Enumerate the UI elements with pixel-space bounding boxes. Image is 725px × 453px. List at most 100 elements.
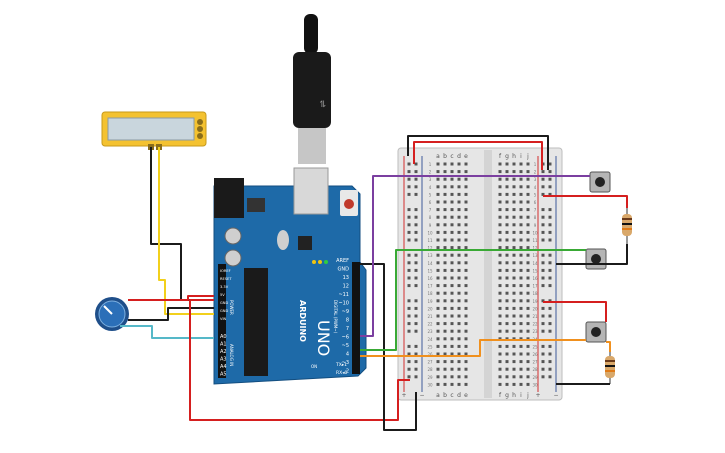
wires-front-layer (120, 135, 628, 431)
row-number: 5 (534, 192, 537, 197)
wire-pot-power (128, 295, 214, 301)
breadboard-hole (512, 314, 516, 318)
rail-hole (541, 367, 545, 371)
breadboard-hole (505, 382, 509, 386)
row-number: 5 (429, 192, 432, 197)
breadboard-hole (457, 261, 461, 265)
breadboard-hole (505, 208, 509, 212)
breadboard-hole (519, 253, 523, 257)
row-number: 19 (532, 299, 538, 304)
breadboard-hole (505, 329, 509, 333)
digital-pin-label: 13 (343, 275, 349, 281)
row-number: 16 (427, 276, 433, 281)
breadboard-hole (505, 185, 509, 189)
analog-pin-label: A5 (220, 372, 227, 378)
row-number: 20 (427, 306, 433, 311)
breadboard-hole (464, 238, 468, 242)
breadboard-hole (519, 367, 523, 371)
breadboard-hole (526, 322, 530, 326)
breadboard-hole (526, 268, 530, 272)
plus-rail-label: + (535, 392, 540, 399)
power-pin-label: RESET (220, 277, 232, 281)
row-number: 6 (534, 200, 537, 205)
column-label: g (505, 153, 509, 160)
analog-label: ANALOG IN (229, 344, 234, 366)
power-pin-label: 5V (220, 293, 225, 297)
breadboard-hole (505, 261, 509, 265)
rail-hole (414, 185, 418, 189)
breadboard-hole (464, 200, 468, 204)
breadboard-hole (526, 170, 530, 174)
breadboard-hole (436, 367, 440, 371)
breadboard-hole (526, 291, 530, 295)
breadboard-hole (450, 322, 454, 326)
rail-hole (541, 284, 545, 288)
breadboard-hole (526, 299, 530, 303)
rail-hole (414, 238, 418, 242)
rail-hole (414, 192, 418, 196)
row-number: 30 (427, 382, 433, 387)
column-label: e (464, 153, 468, 160)
rail-hole (407, 162, 411, 166)
breadboard-hole (505, 170, 509, 174)
breadboard-hole (450, 291, 454, 295)
breadboard-hole (505, 200, 509, 204)
breadboard-hole (436, 268, 440, 272)
rail-hole (407, 284, 411, 288)
rail-hole (541, 268, 545, 272)
breadboard-hole (457, 170, 461, 174)
rail-hole (541, 322, 545, 326)
breadboard-hole (464, 253, 468, 257)
breadboard-hole (464, 230, 468, 234)
breadboard-hole (512, 329, 516, 333)
breadboard-hole (498, 337, 502, 341)
breadboard-hole (436, 306, 440, 310)
breadboard-hole (457, 268, 461, 272)
breadboard-hole (505, 352, 509, 356)
breadboard-hole (519, 268, 523, 272)
breadboard-hole (443, 261, 447, 265)
breadboard-hole (519, 177, 523, 181)
breadboard-hole (526, 261, 530, 265)
breadboard-hole (512, 162, 516, 166)
breadboard-hole (505, 367, 509, 371)
breadboard-hole (450, 352, 454, 356)
breadboard-hole (498, 360, 502, 364)
breadboard-hole (443, 337, 447, 341)
digital-pin-label: 8 (346, 318, 349, 324)
breadboard-hole (512, 291, 516, 295)
analog-pin-label: A1 (220, 342, 227, 348)
breadboard-hole (519, 230, 523, 234)
breadboard-hole (505, 284, 509, 288)
rail-hole (407, 208, 411, 212)
rail-hole (407, 253, 411, 257)
breadboard-hole (512, 382, 516, 386)
breadboard-hole (498, 162, 502, 166)
breadboard-hole (498, 322, 502, 326)
rail-hole (414, 352, 418, 356)
row-number: 14 (532, 261, 538, 266)
rail-hole (548, 284, 552, 288)
digital-pin-label: 2 (346, 369, 349, 375)
breadboard-hole (457, 238, 461, 242)
digital-pin-label: 7 (346, 326, 349, 332)
breadboard-holes (407, 162, 552, 386)
breadboard-hole (526, 238, 530, 242)
digital-pin-label: AREF (336, 258, 349, 264)
breadboard-hole (443, 344, 447, 348)
rail-hole (541, 230, 545, 234)
breadboard-hole (436, 291, 440, 295)
breadboard-hole (436, 192, 440, 196)
row-number: 19 (427, 299, 433, 304)
rail-hole (407, 185, 411, 189)
breadboard-hole (498, 367, 502, 371)
breadboard-hole (436, 322, 440, 326)
breadboard-hole (457, 367, 461, 371)
breadboard-hole (505, 268, 509, 272)
breadboard-hole (436, 162, 440, 166)
row-number: 1 (534, 162, 537, 167)
column-label: i (520, 392, 522, 399)
row-number: 26 (532, 352, 538, 357)
breadboard-hole (450, 200, 454, 204)
